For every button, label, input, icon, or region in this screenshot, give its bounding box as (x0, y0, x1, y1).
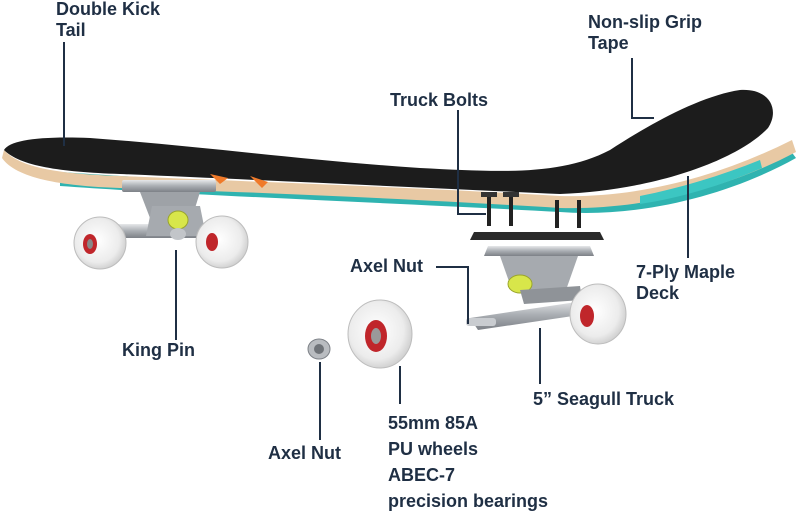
label-double-kick-tail-line1: Double Kick (56, 0, 161, 19)
right-truck-wheel (569, 283, 627, 345)
label-king-pin: King Pin (122, 340, 195, 361)
label-king-pin-text: King Pin (122, 340, 195, 360)
riser-pad (470, 232, 604, 240)
label-truck-bolts: Truck Bolts (390, 90, 488, 111)
label-seagull-truck: 5” Seagull Truck (533, 389, 674, 410)
right-truck-bushing (507, 274, 533, 294)
leader-lines (63, 42, 689, 440)
left-truck-bushing (167, 210, 189, 230)
label-truck-bolts-text: Truck Bolts (390, 90, 489, 110)
label-grip-tape-line2: Tape (588, 33, 629, 53)
left-wheel-1 (73, 216, 127, 270)
truck-bolts-exploded (481, 192, 581, 228)
label-wheels: 55mm 85A PU wheels ABEC-7 precision bear… (388, 410, 548, 514)
label-grip-tape: Non-slip Grip Tape (588, 12, 702, 54)
label-double-kick-tail: Double Kick Tail (56, 0, 160, 41)
label-wheels-line4: precision bearings (388, 491, 549, 511)
label-double-kick-tail-line2: Tail (56, 20, 86, 40)
label-grip-tape-line1: Non-slip Grip (588, 12, 702, 32)
label-maple-deck-line1: 7-Ply Maple (636, 262, 736, 282)
label-axel-nut-upper: Axel Nut (350, 256, 423, 277)
right-truck-baseplate (484, 246, 594, 256)
deck-ply-edge (2, 140, 796, 209)
label-axel-nut-upper-text: Axel Nut (350, 256, 424, 276)
deck-grip-top (4, 89, 773, 194)
label-wheels-line1: 55mm 85A (388, 413, 479, 433)
label-axel-nut-lower: Axel Nut (268, 443, 341, 464)
label-seagull-truck-text: 5” Seagull Truck (533, 389, 675, 409)
left-wheel-2 (195, 215, 249, 269)
label-maple-deck-line2: Deck (636, 283, 680, 303)
label-wheels-line3: ABEC-7 (388, 465, 456, 485)
right-truck-hanger (470, 300, 600, 330)
left-truck-baseplate (122, 180, 216, 192)
label-maple-deck: 7-Ply Maple Deck (636, 262, 735, 304)
label-axel-nut-lower-text: Axel Nut (268, 443, 342, 463)
axel-nut-part (307, 338, 331, 360)
label-wheels-line2: PU wheels (388, 439, 479, 459)
